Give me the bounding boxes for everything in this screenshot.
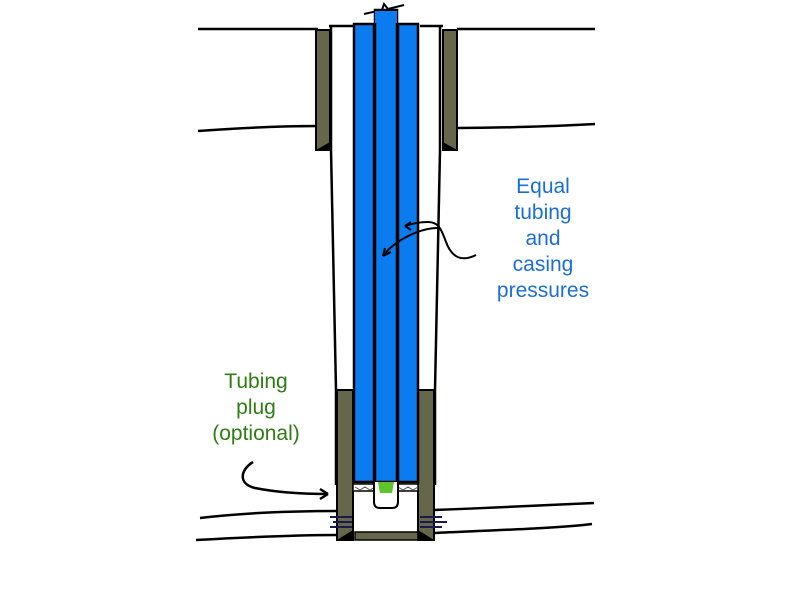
pressures-line: Equal [516, 175, 570, 198]
casing-wall-right [433, 26, 442, 485]
formation-bottom-right [433, 522, 593, 535]
plug-green [378, 482, 394, 493]
formation-mid-left [199, 509, 339, 520]
formation-top-left [197, 124, 319, 133]
formation-mid-right [433, 501, 595, 512]
pressures-line: tubing [514, 201, 572, 224]
pressures-line: pressures [496, 279, 590, 302]
perforations [330, 516, 447, 528]
formation-lines [195, 27, 596, 542]
pressures-annotation: Equal tubing and casing pressures [478, 174, 608, 304]
pressures-line: and [525, 227, 561, 250]
casing-shoe [354, 531, 419, 541]
plug-line: (optional) [212, 422, 300, 445]
plug-annotation: Tubing plug (optional) [196, 369, 316, 447]
pressure-arrow [382, 220, 477, 260]
surface-cement-right [442, 29, 458, 151]
tubing-plug [373, 482, 399, 509]
plug-line: plug [236, 396, 276, 419]
plug-line: Tubing [224, 370, 288, 393]
formation-bottom-left [195, 533, 339, 542]
casing-wall-left [329, 26, 338, 485]
pressures-line: casing [512, 253, 574, 276]
plug-arrow [241, 460, 329, 501]
formation-top-right [456, 122, 596, 130]
tubing-annulus-left [352, 22, 376, 484]
tubing [352, 1, 420, 484]
surface-cement-left [315, 29, 331, 151]
tubing-annulus-right [396, 22, 420, 484]
